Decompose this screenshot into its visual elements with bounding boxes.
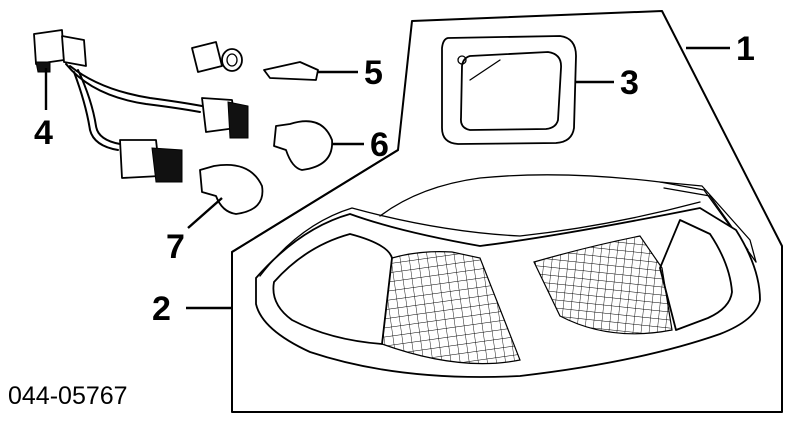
callout-2: 2 — [152, 290, 171, 328]
leader-7 — [187, 197, 223, 229]
callout-1: 1 — [736, 30, 755, 68]
callout-6: 6 — [370, 126, 389, 164]
lens-box-outline — [231, 149, 399, 253]
bulb-6 — [273, 120, 333, 171]
lens-housing — [255, 174, 761, 378]
callout-4: 4 — [34, 114, 53, 152]
callout-3: 3 — [620, 64, 639, 102]
callout-5: 5 — [364, 54, 383, 92]
wedge-bulb — [263, 61, 319, 81]
part-code: 044-05767 — [8, 382, 128, 410]
bulb-socket — [191, 41, 243, 73]
bulb-7 — [199, 164, 264, 215]
gasket — [441, 35, 577, 145]
wiring-harness — [33, 29, 249, 183]
callout-7: 7 — [166, 228, 185, 266]
